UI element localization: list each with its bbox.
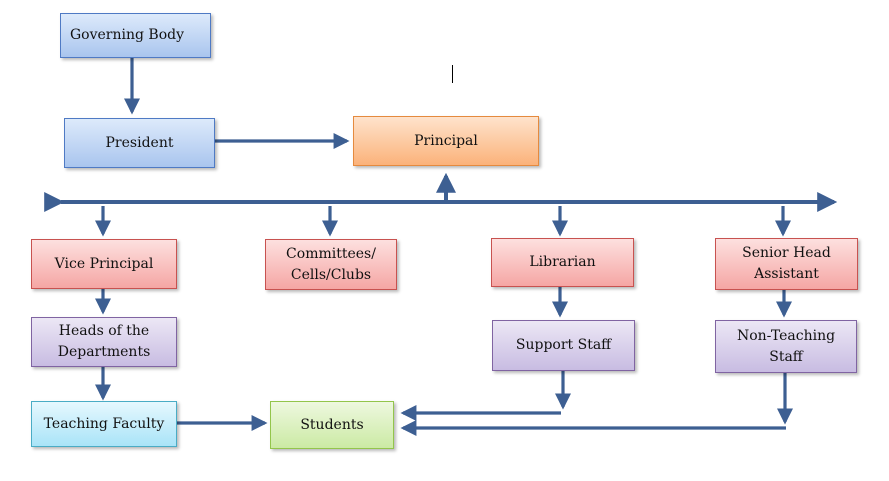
- node-non-teaching-staff: Non-Teaching Staff: [715, 320, 857, 373]
- node-vice-principal: Vice Principal: [31, 239, 177, 289]
- node-support-staff: Support Staff: [492, 320, 635, 371]
- node-committees-cells-clubs: Committees/ Cells/Clubs: [265, 239, 397, 290]
- node-teaching-faculty: Teaching Faculty: [31, 401, 177, 447]
- node-heads-of-departments: Heads of the Departments: [31, 317, 177, 367]
- node-president: President: [64, 118, 215, 168]
- node-governing-body: Governing Body: [60, 13, 211, 58]
- node-senior-head-assistant: Senior Head Assistant: [715, 238, 858, 290]
- node-librarian: Librarian: [491, 238, 634, 287]
- node-principal: Principal: [353, 116, 539, 166]
- text-cursor: [452, 65, 453, 83]
- node-students: Students: [270, 401, 394, 449]
